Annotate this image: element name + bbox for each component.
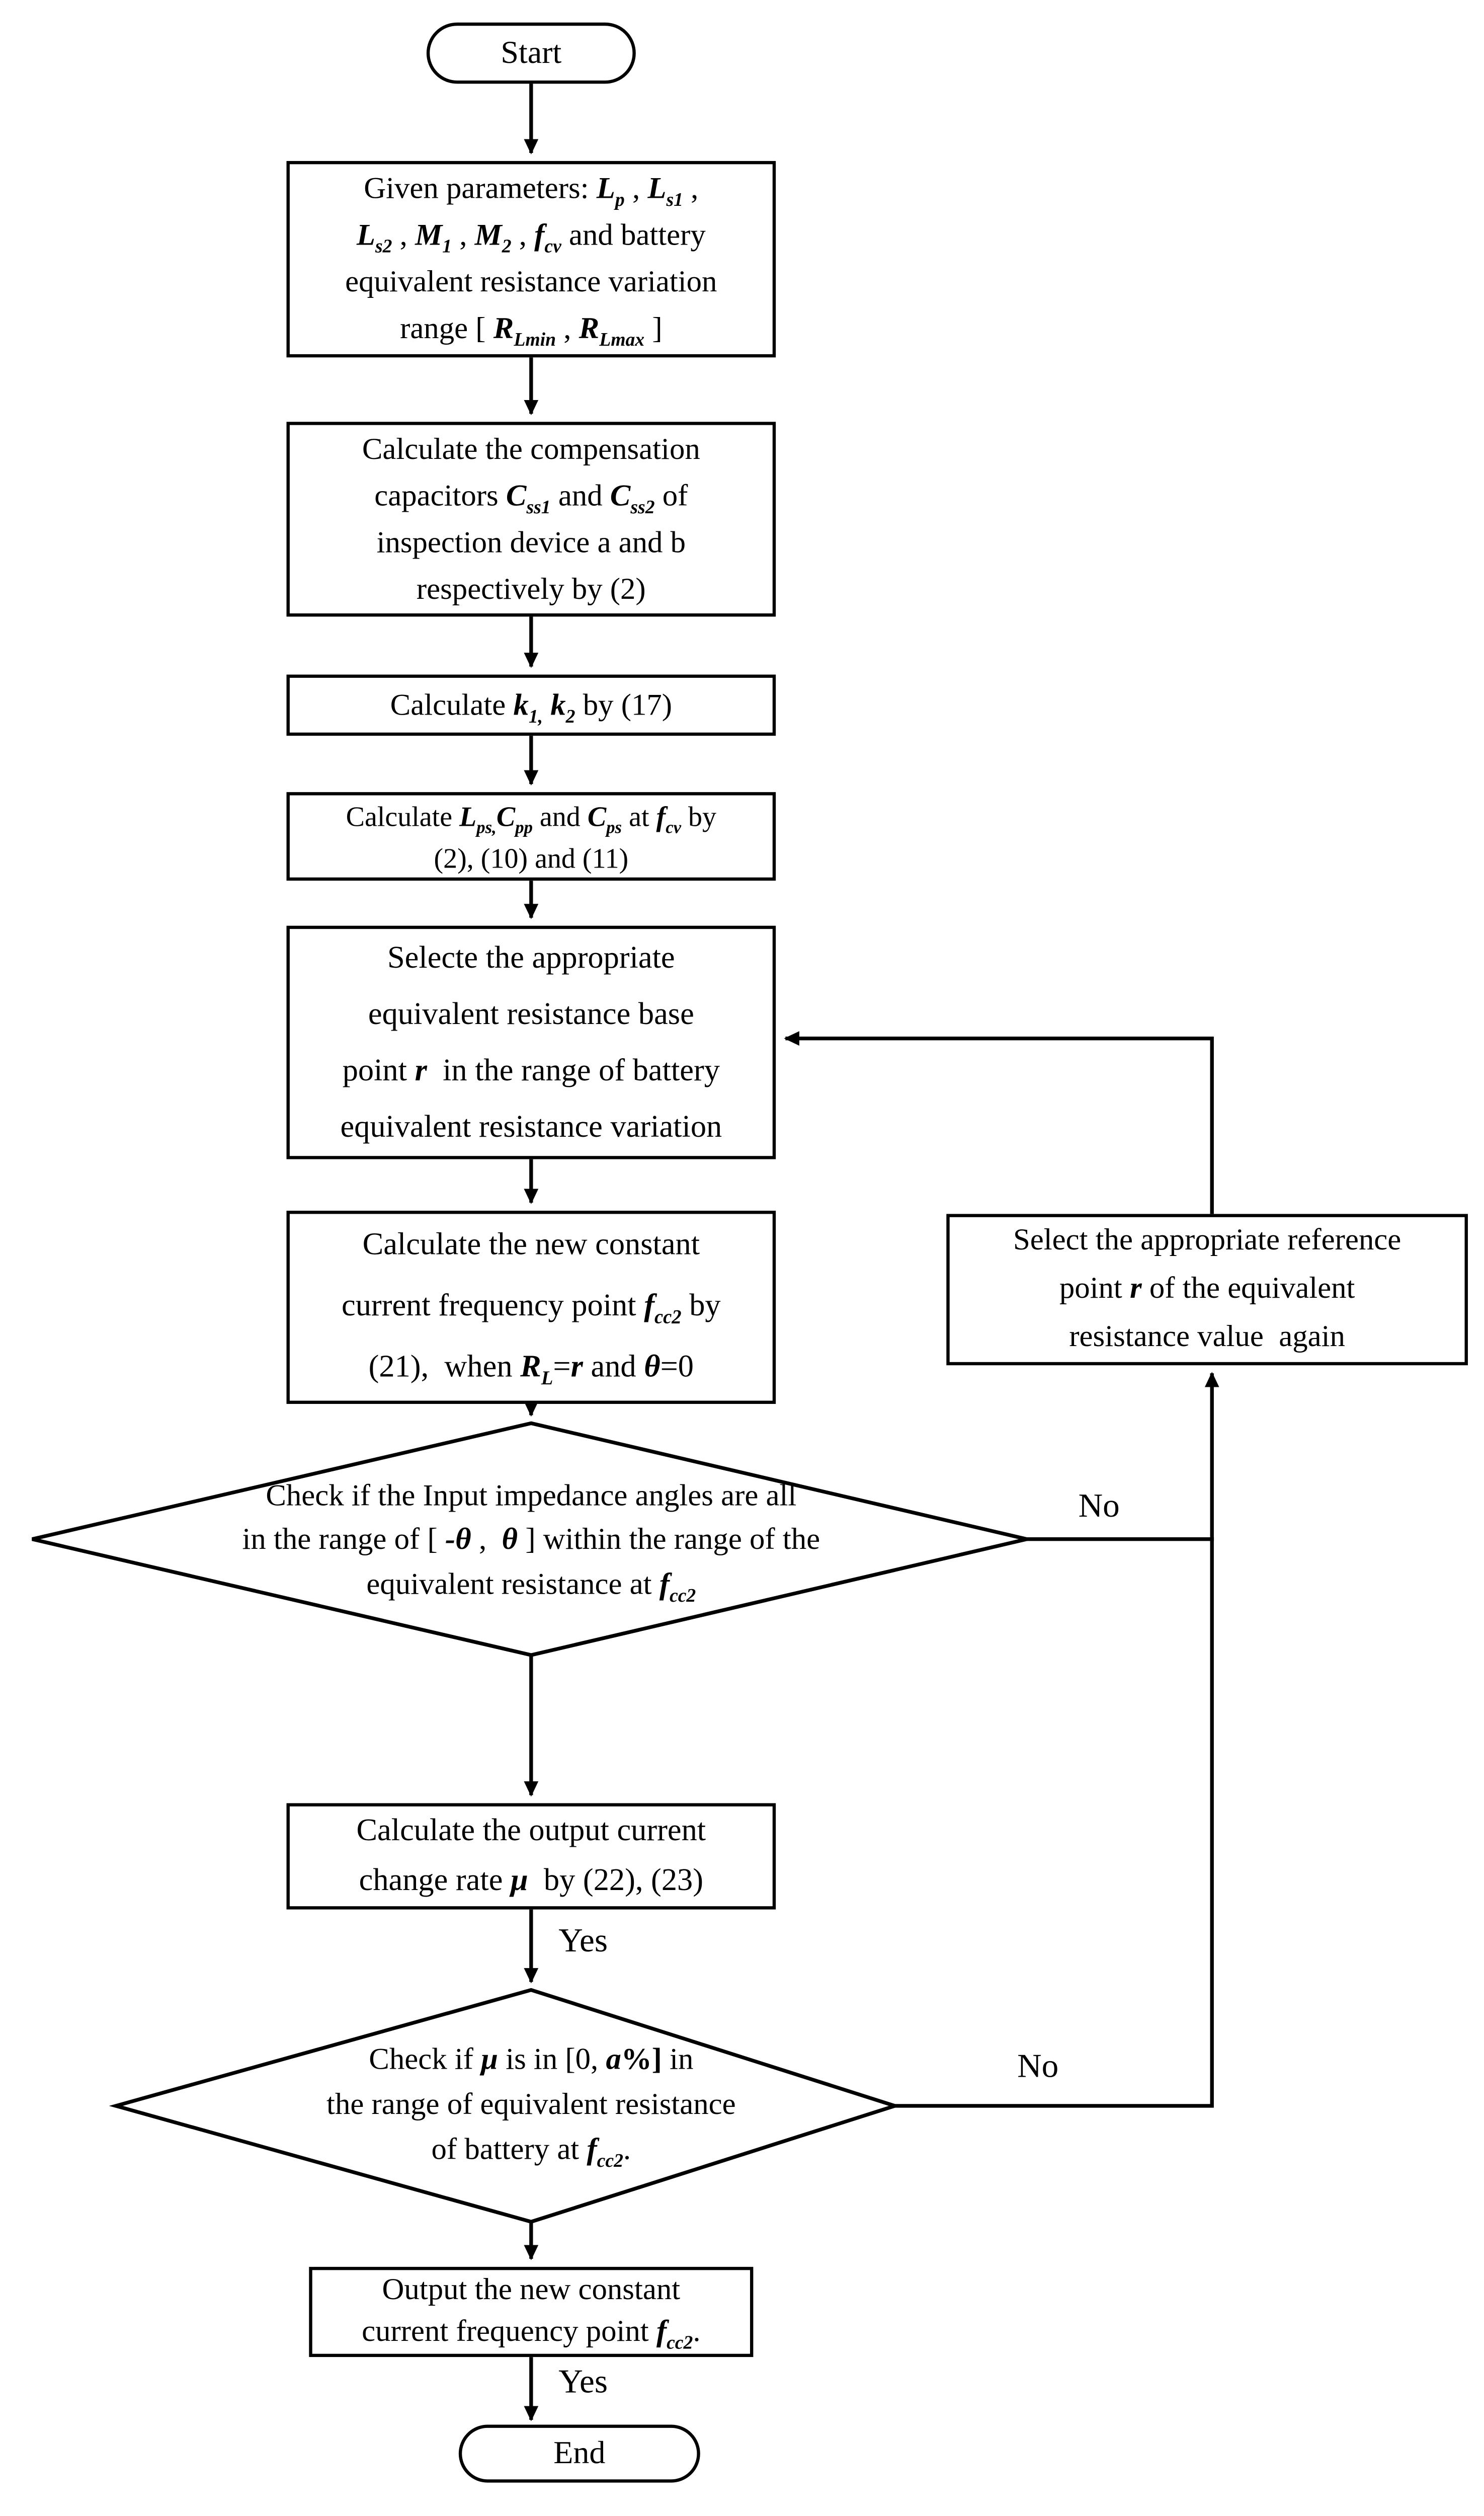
end-label: End [553,2435,606,2471]
yes-label-decision2: Yes [555,2363,611,2399]
feedback-arrow-to-select-base [784,1031,1214,1214]
node-calc-lps-cpp-cps: Calculate Lps,Cpp and Cps at fcv by(2), … [286,792,776,881]
end-terminator: End [458,2424,700,2483]
start-terminator: Start [426,22,636,84]
decision-impedance-diamond [32,1421,1028,1657]
node-given-parameters: Given parameters: Lp , Ls1 ,Ls2 , M1 , M… [286,161,776,358]
feedback-line-no-branch [894,1372,1219,2108]
no-label-decision2: No [1014,2048,1062,2084]
decision-impedance-text: Check if the Input impedance angles are … [242,1479,820,1606]
yes-label-decision1: Yes [555,1922,611,1958]
decision-mu-diamond [109,1988,901,2224]
node-calc-k1-k2: Calculate k1, k2 by (17) [286,674,776,736]
no-label-decision1: No [1075,1487,1123,1523]
start-label: Start [501,34,562,70]
